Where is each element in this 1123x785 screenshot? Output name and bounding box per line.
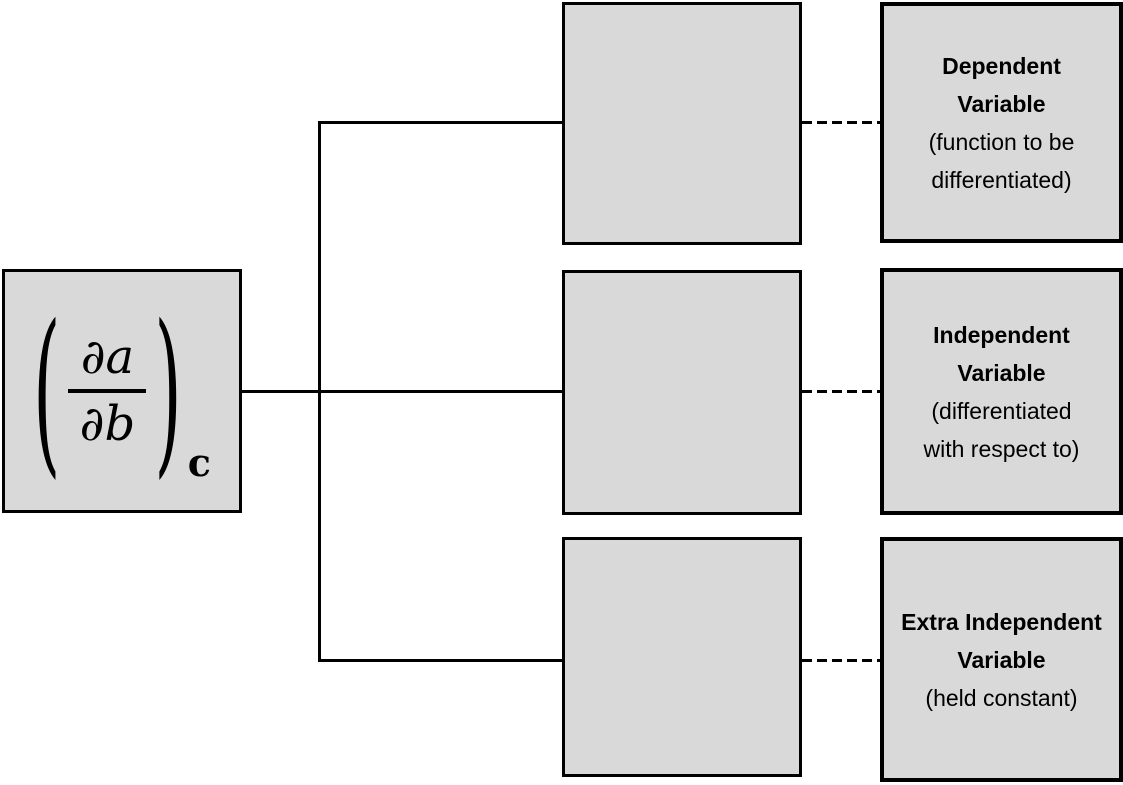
label-line: Extra Independent bbox=[901, 608, 1102, 635]
empty-slot-box-extra-independent bbox=[562, 537, 802, 777]
connector-branch-middle bbox=[241, 390, 562, 393]
label-line: Variable bbox=[957, 646, 1046, 673]
fraction-bar bbox=[68, 389, 147, 393]
label-line: Variable bbox=[957, 359, 1046, 386]
formula-box: ( ∂a ∂b ) c bbox=[2, 269, 242, 513]
partial-derivative-formula: ( ∂a ∂b ) c bbox=[33, 302, 211, 482]
label-line: differentiated) bbox=[931, 166, 1072, 193]
label-line: (differentiated bbox=[931, 397, 1072, 424]
dashed-connector-middle bbox=[802, 390, 880, 393]
dependent-variable-box: Dependent Variable (function to be diffe… bbox=[880, 2, 1123, 243]
extra-independent-variable-box: Extra Independent Variable (held constan… bbox=[880, 537, 1123, 782]
label-line: Dependent bbox=[942, 52, 1061, 79]
fraction-denominator: ∂b bbox=[79, 396, 136, 452]
label-line: Independent bbox=[933, 321, 1070, 348]
dashed-connector-bottom bbox=[802, 659, 880, 662]
label-line: (held constant) bbox=[925, 684, 1078, 711]
connector-branch-bottom bbox=[320, 659, 562, 662]
label-line: Variable bbox=[957, 90, 1046, 117]
label-line: with respect to) bbox=[923, 435, 1080, 462]
label-line: (function to be bbox=[928, 128, 1075, 155]
fraction: ∂a ∂b bbox=[68, 329, 147, 452]
empty-slot-box-dependent bbox=[562, 2, 802, 245]
dashed-connector-top bbox=[802, 121, 880, 124]
right-parenthesis: ) bbox=[154, 286, 182, 496]
independent-variable-box: Independent Variable (differentiated wit… bbox=[880, 268, 1123, 515]
empty-slot-box-independent bbox=[562, 270, 802, 515]
fraction-numerator: ∂a bbox=[80, 329, 135, 386]
constant-subscript: c bbox=[187, 440, 211, 485]
connector-branch-top bbox=[320, 121, 562, 124]
left-parenthesis: ( bbox=[33, 286, 61, 496]
